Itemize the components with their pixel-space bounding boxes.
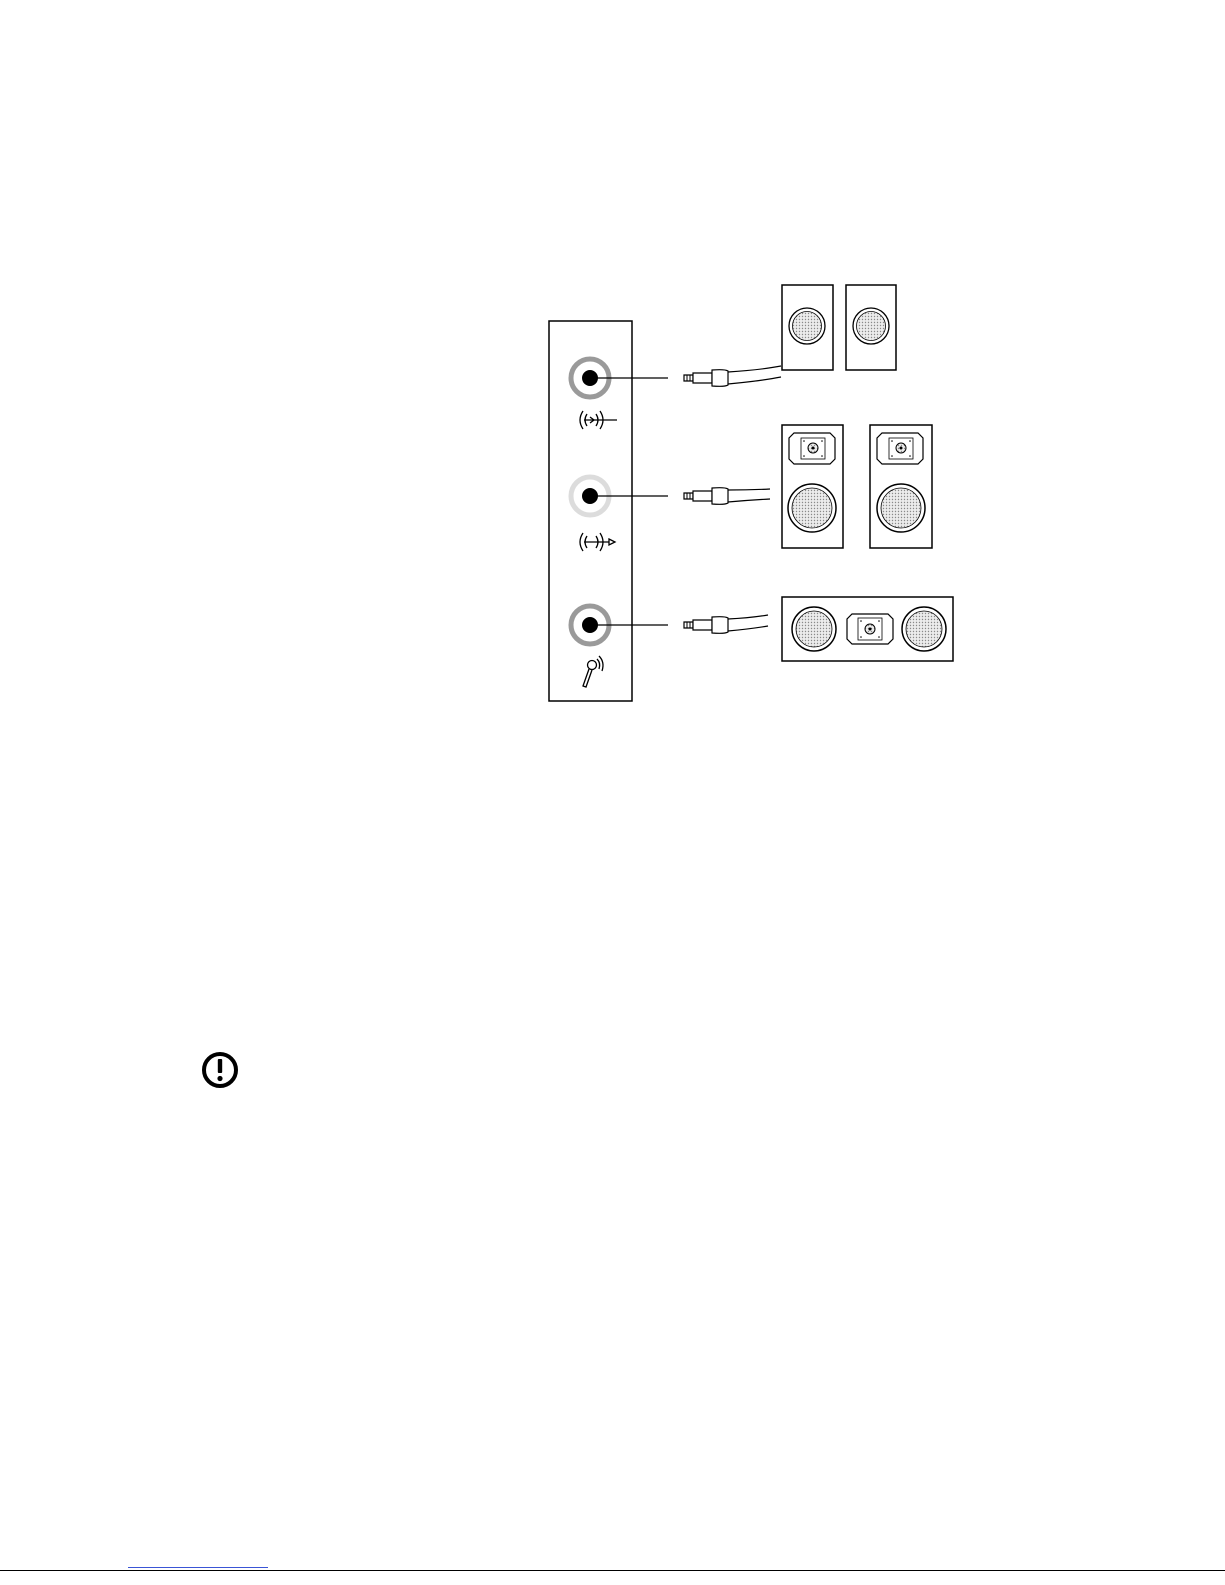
- center-speaker-bar: [782, 597, 953, 661]
- plug-1: [684, 366, 781, 386]
- plug-3: [684, 615, 768, 633]
- small-speaker-left: [782, 285, 833, 370]
- tower-speaker-right: [870, 425, 932, 548]
- plug-2: [684, 488, 770, 505]
- tower-speaker-left: [782, 425, 843, 548]
- two-small-speakers: [782, 285, 896, 370]
- small-speaker-right: [846, 285, 896, 370]
- attention-icon: [200, 1050, 240, 1090]
- two-tower-speakers: [782, 425, 932, 548]
- footer-link-underline: [128, 1567, 268, 1568]
- footer-rule: [0, 1570, 1225, 1571]
